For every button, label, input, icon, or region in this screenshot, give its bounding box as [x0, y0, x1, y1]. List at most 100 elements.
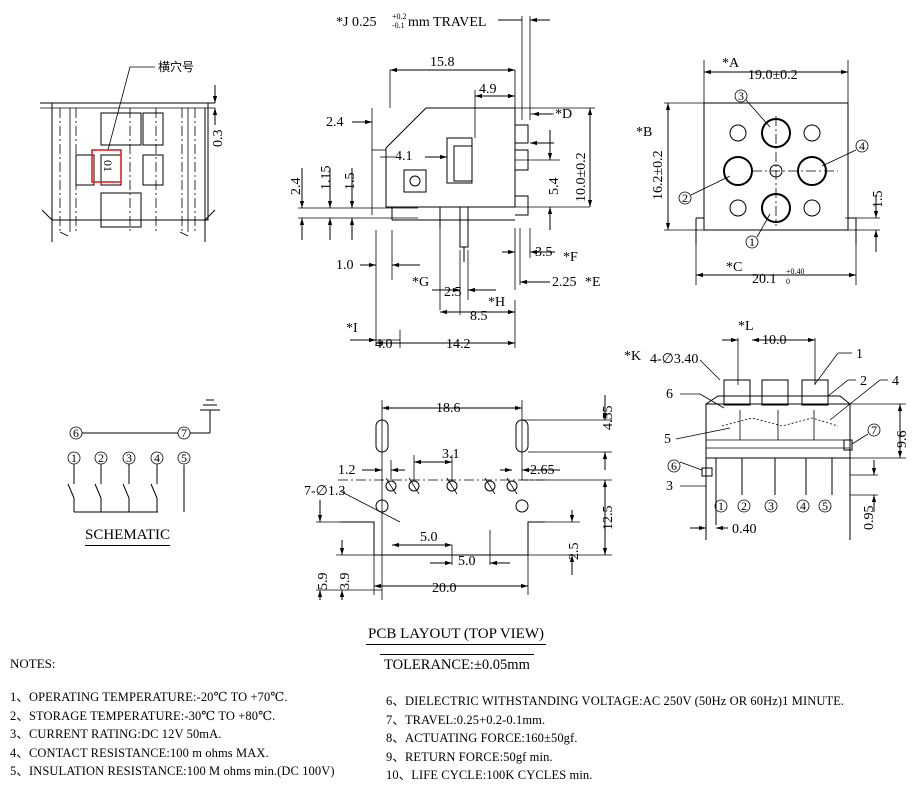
- dimension-label: 2.25: [552, 275, 577, 290]
- dimension-label: 7: [181, 426, 187, 440]
- dimension-label: *B: [636, 125, 652, 140]
- dimension-label: 1: [749, 235, 755, 249]
- dimension-label: 4.55: [601, 406, 616, 431]
- dimension-label: 3.1: [442, 447, 460, 462]
- dimension-label: 10.0±0.2: [574, 152, 589, 202]
- dimension-label: 2.4: [326, 115, 344, 130]
- dimension-label: 15.8: [430, 55, 455, 70]
- dimension-label: 6: [666, 387, 673, 402]
- note-item: 5、INSULATION RESISTANCE:100 M ohms min.(…: [10, 764, 335, 778]
- note-item: 8、ACTUATING FORCE:160±50gf.: [386, 731, 578, 745]
- dimension-label: 01: [101, 160, 115, 172]
- dimension-label: 2.4: [289, 178, 304, 196]
- section-view: *L 10.0 *K 4-∅3.40 1: [624, 319, 910, 540]
- dimension-label: 5.9: [316, 573, 331, 591]
- dimension-label: 2: [741, 499, 747, 513]
- note-item: 9、RETURN FORCE:50gf min.: [386, 749, 553, 764]
- dimension-label: 2: [860, 374, 867, 389]
- travel-label: *J 0.25 +0.2 -0.1 mm TRAVEL: [336, 12, 550, 120]
- dimension-label: 5: [181, 451, 187, 465]
- dimension-label: 6: [671, 459, 677, 473]
- dimension-label: 横穴号: [158, 59, 194, 74]
- dimension-label: 4: [800, 499, 806, 513]
- dimension-label: 5.4: [547, 178, 562, 196]
- dimension-label: 4: [154, 451, 160, 465]
- notes-title: NOTES:: [10, 656, 56, 671]
- dimension-label: 3: [738, 89, 744, 103]
- dimension-label: 4.0: [375, 337, 393, 352]
- dimension-label: 2.5: [444, 285, 462, 300]
- dimension-label: 3.9: [338, 573, 353, 591]
- dimension-label: 0.3: [211, 130, 226, 148]
- dimension-label: 1.5: [871, 191, 886, 209]
- dimension-label: *D: [555, 107, 572, 122]
- dimension-label: *G: [412, 275, 429, 290]
- dimension-label: 12.5: [601, 506, 616, 531]
- pcb-layout: 18.6 4.55 1.2 3.1 2.65 7-∅1.3 1: [304, 395, 616, 600]
- dimension-label: *L: [738, 319, 754, 334]
- dimension-label: *C: [726, 260, 742, 275]
- dimension-label: mm TRAVEL: [408, 15, 486, 30]
- dimension-label: 2.5: [567, 543, 582, 561]
- side-view: 横穴号 01 0.3: [40, 59, 226, 242]
- note-item: 10、LIFE CYCLE:100K CYCLES min.: [386, 768, 593, 782]
- dimension-label: 1: [856, 347, 863, 362]
- dimension-label: 4.9: [479, 82, 497, 97]
- dimension-label: 0: [786, 277, 790, 286]
- dimension-label: *I: [346, 321, 358, 336]
- note-item: 1、OPERATING TEMPERATURE:-20℃ TO +70℃.: [10, 690, 288, 704]
- dimension-label: 16.2±0.2: [651, 150, 666, 200]
- dimension-label: 14.2: [446, 337, 471, 352]
- dimension-label: 6: [73, 426, 79, 440]
- dimension-label: 3: [126, 451, 132, 465]
- dimension-label: 0.40: [732, 522, 757, 537]
- dimension-label: *A: [722, 56, 740, 71]
- dimension-label: -0.1: [392, 21, 405, 30]
- notes-right: 6、DIELECTRIC WITHSTANDING VOLTAGE:AC 250…: [386, 690, 844, 783]
- dimension-label: 3: [666, 479, 673, 494]
- dimension-label: *F: [563, 250, 578, 265]
- dimension-label: 1.0: [336, 258, 354, 273]
- dimension-label: 1.2: [338, 463, 356, 478]
- dimension-label: 1.15: [319, 166, 334, 191]
- dimension-label: 4: [892, 374, 899, 389]
- tolerance-label: TOLERANCE:±0.05mm: [380, 654, 534, 674]
- dimension-label: 19.0±0.2: [748, 68, 798, 83]
- note-item: 7、TRAVEL:0.25+0.2-0.1mm.: [386, 712, 546, 727]
- dimension-label: 4: [859, 139, 865, 153]
- schematic-switches: 1 2 3 4 5: [67, 451, 191, 512]
- dimension-label: 20.1: [752, 272, 777, 287]
- front-view: 15.8 4.9 2.4 *D 4.1 2.4 1.15 1.5 5.4: [289, 55, 601, 352]
- dimension-label: 5: [664, 432, 671, 447]
- dimension-label: 20.0: [432, 581, 457, 596]
- note-item: 4、CONTACT RESISTANCE:100 m ohms MAX.: [10, 745, 269, 760]
- dimension-label: *E: [585, 275, 601, 290]
- dimension-label: *H: [488, 295, 505, 310]
- dimension-label: 5: [822, 499, 828, 513]
- note-item: 6、DIELECTRIC WITHSTANDING VOLTAGE:AC 250…: [386, 694, 845, 708]
- dimension-label: 1: [718, 499, 724, 513]
- dimension-label: 4.1: [395, 149, 413, 164]
- dimension-label: 2.65: [530, 463, 555, 478]
- dimension-label: 7: [871, 423, 877, 437]
- dimension-label: 3: [768, 499, 774, 513]
- dimension-label: 7-∅1.3: [304, 484, 345, 499]
- dimension-label: 5.0: [420, 530, 438, 545]
- dimension-label: 2: [98, 451, 104, 465]
- dimension-label: *J 0.25: [336, 15, 376, 30]
- dimension-label: +0.2: [392, 12, 407, 21]
- dimension-label: 9.6: [895, 431, 910, 449]
- schematic-label: SCHEMATIC: [85, 527, 171, 546]
- note-item: 3、CURRENT RATING:DC 12V 50mA.: [10, 727, 222, 741]
- dimension-label: 5.0: [458, 554, 476, 569]
- dimension-label: 4-∅3.40: [650, 352, 698, 367]
- dimension-label: 8.5: [470, 309, 488, 324]
- pcb-layout-title: PCB LAYOUT (TOP VIEW): [366, 626, 546, 645]
- dimension-label: 2: [682, 191, 688, 205]
- dimension-label: 10.0: [762, 333, 787, 348]
- top-view: *A 19.0±0.2 *B 16.2±0.2 1.5 *C 20.1 +0.4…: [636, 56, 886, 287]
- schematic: 6 7 1 2 3 4: [67, 399, 220, 513]
- dimension-label: *K: [624, 349, 641, 364]
- dimension-label: 0.95: [862, 506, 877, 531]
